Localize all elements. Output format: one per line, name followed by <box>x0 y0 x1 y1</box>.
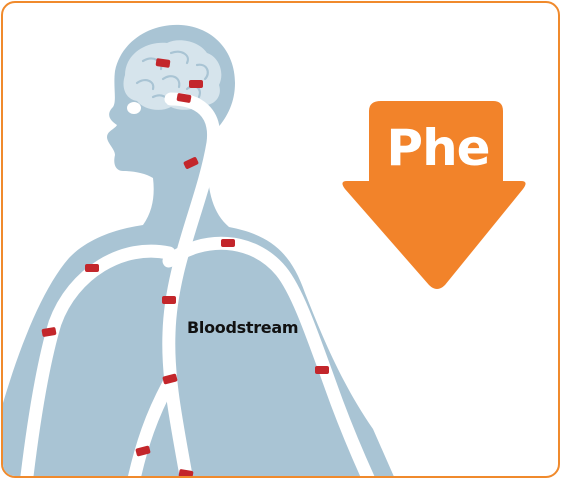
phe-particle <box>315 366 329 374</box>
body-illustration <box>3 3 560 478</box>
bloodstream-label: Bloodstream <box>187 318 298 337</box>
phe-particle <box>189 80 203 88</box>
phe-particle <box>221 239 235 247</box>
phe-particle <box>85 264 99 272</box>
brain-stem-hole <box>127 102 141 114</box>
phe-particle <box>162 296 176 304</box>
phe-label: Phe <box>375 111 501 185</box>
